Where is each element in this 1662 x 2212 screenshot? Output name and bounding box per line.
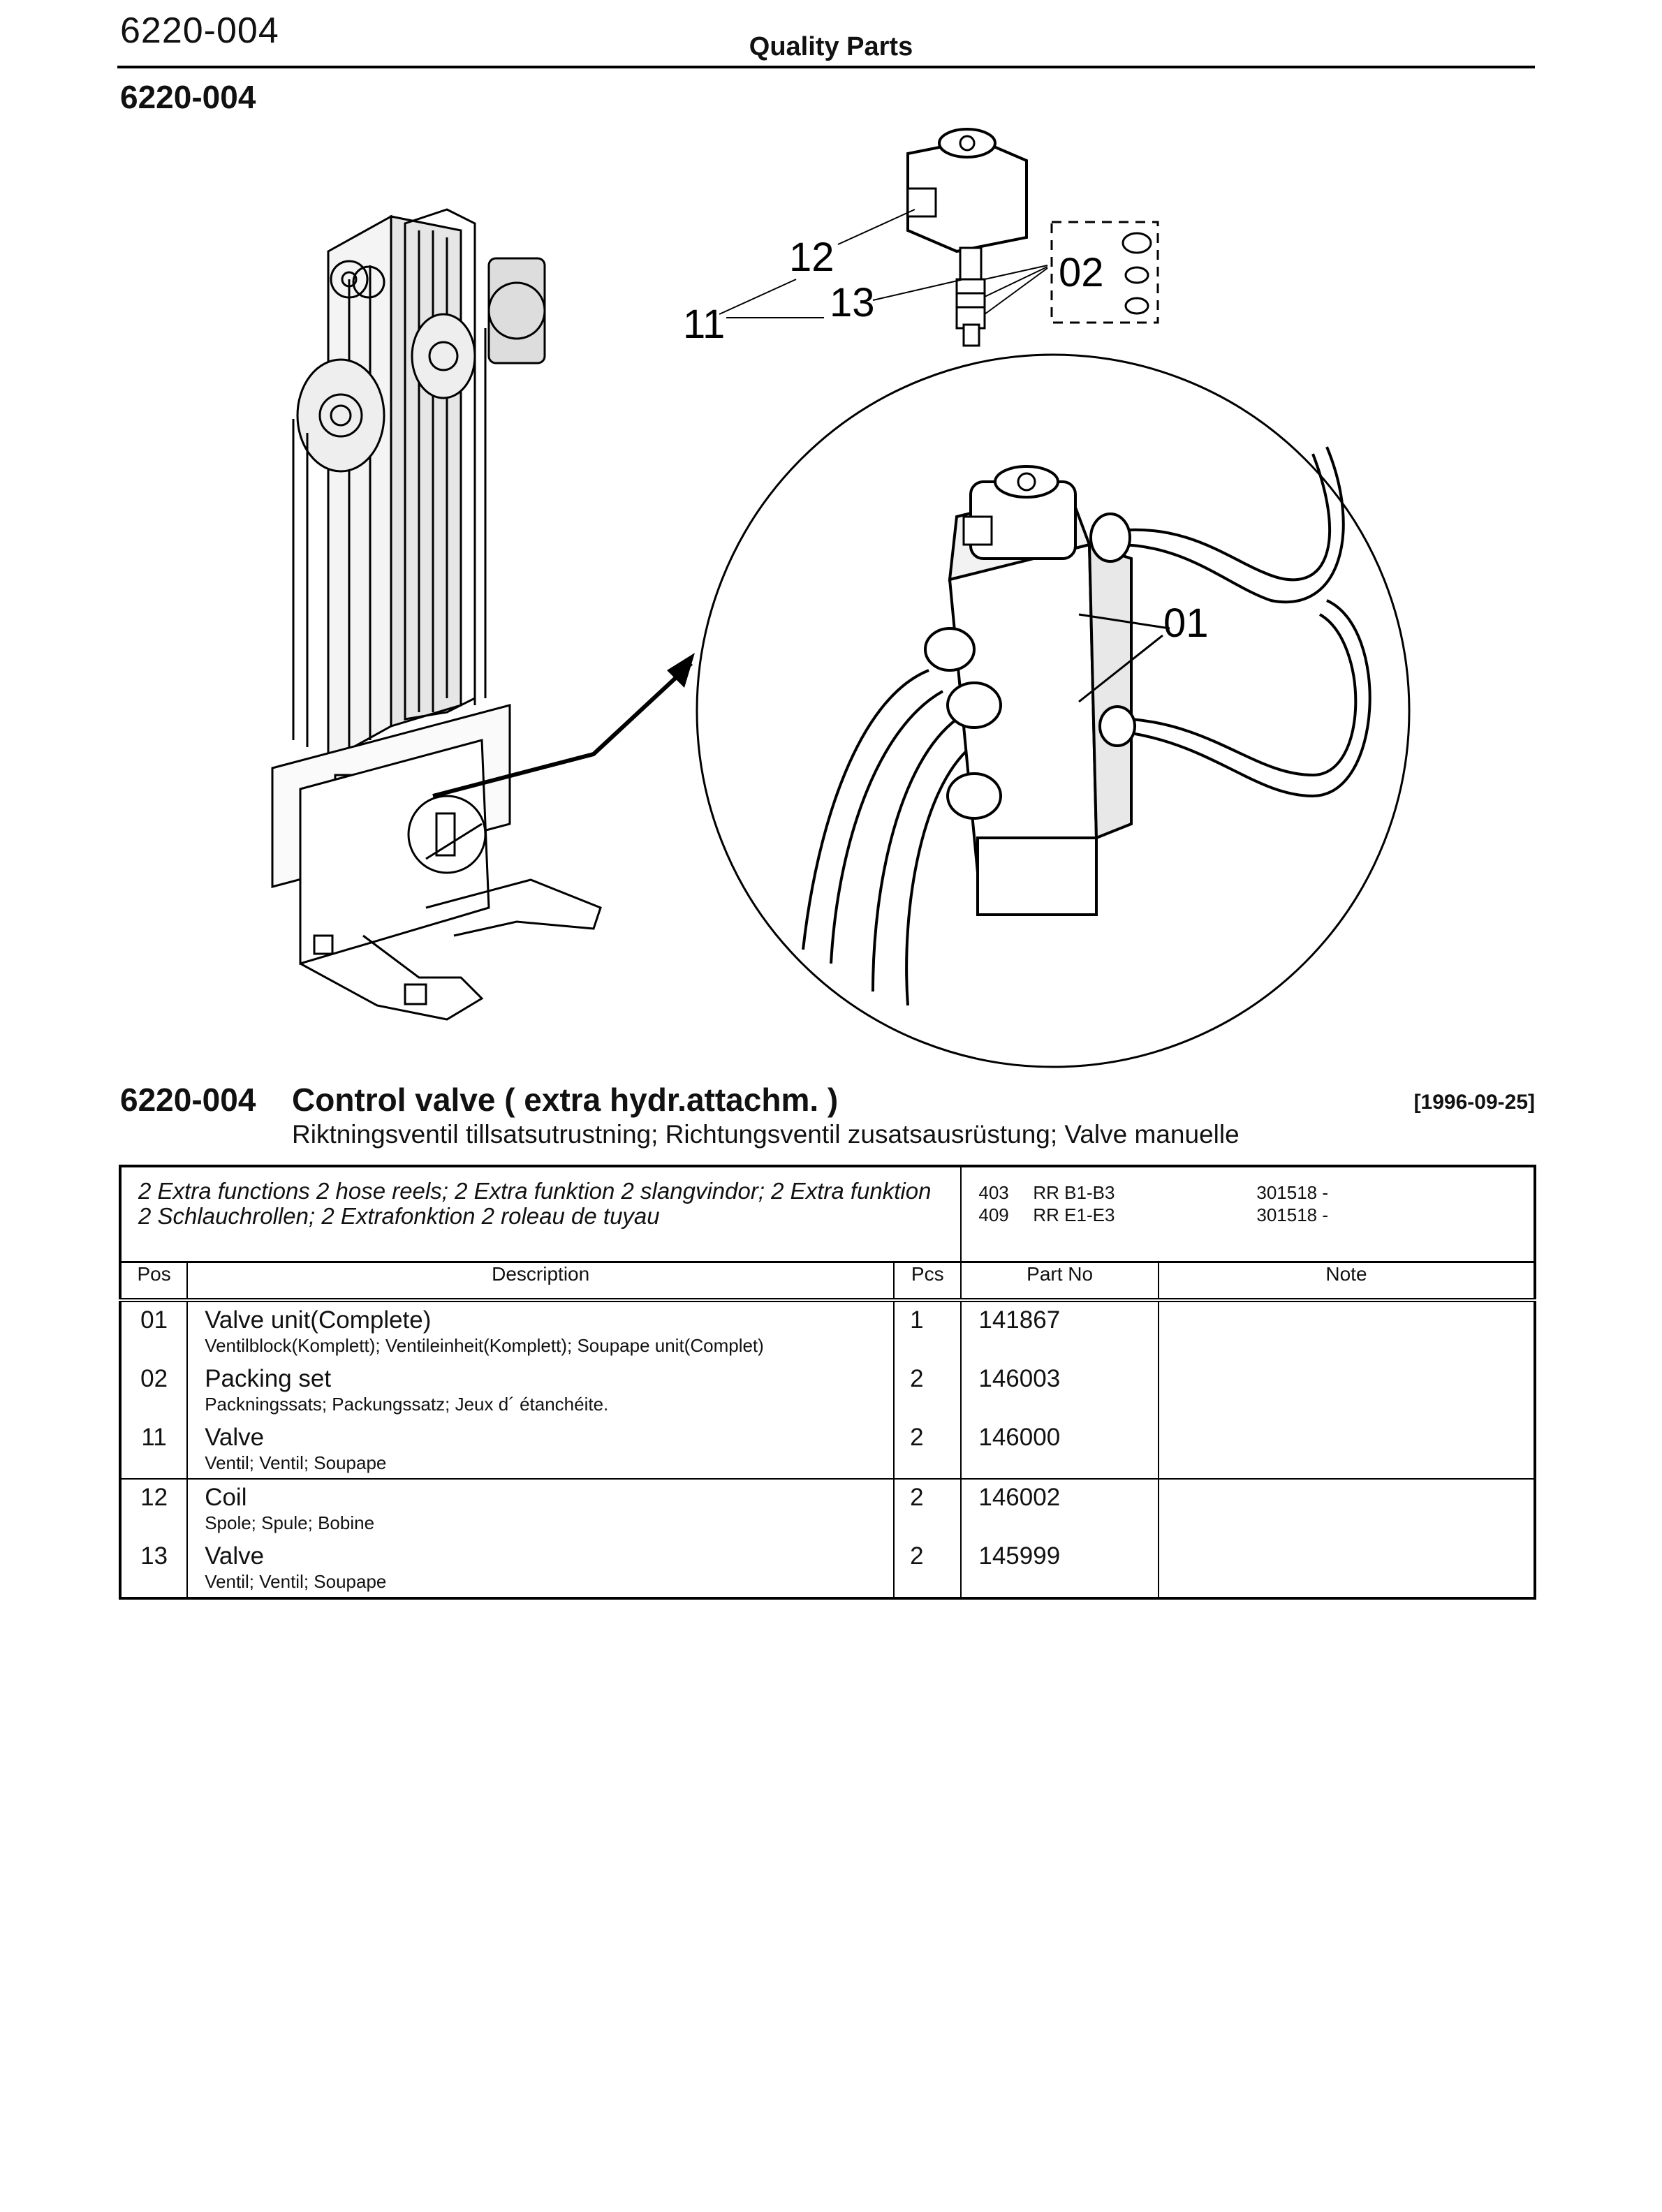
header-rule	[117, 66, 1535, 68]
table-row: 01 Valve unit(Complete) Ventilblock(Komp…	[120, 1300, 1535, 1361]
callout-12: 12	[789, 235, 834, 280]
part-translations: Ventilblock(Komplett); Ventileinheit(Kom…	[205, 1335, 764, 1356]
row-pos: 01	[120, 1300, 189, 1361]
row-pcs: 1	[894, 1300, 962, 1361]
part-translations: Ventil; Ventil; Soupape	[205, 1571, 387, 1592]
row-pos: 12	[120, 1479, 189, 1538]
serial-range: 301518 -	[1256, 1204, 1329, 1225]
row-part-no: 141867	[961, 1300, 1159, 1361]
row-description: Valve Ventil; Ventil; Soupape	[187, 1420, 895, 1480]
row-pcs: 2	[894, 1479, 962, 1538]
row-description: Valve unit(Complete) Ventilblock(Komplet…	[187, 1300, 895, 1361]
row-pos: 02	[120, 1361, 189, 1420]
row-note	[1159, 1361, 1535, 1420]
row-pcs: 2	[894, 1538, 962, 1598]
parts-diagram: 12 13 11 02 01	[271, 128, 1411, 1068]
valve-detail-view	[696, 353, 1411, 1068]
parts-table: 2 Extra functions 2 hose reels; 2 Extra …	[119, 1165, 1536, 1600]
part-name: Valve	[205, 1542, 265, 1570]
model-name: RR E1-E3	[1033, 1204, 1115, 1225]
callout-11: 11	[683, 302, 725, 347]
table-header-row: Pos Description Pcs Part No Note	[120, 1262, 1535, 1302]
section-code: 6220-004	[120, 79, 256, 115]
part-name: Valve unit(Complete)	[205, 1306, 432, 1334]
row-note	[1159, 1479, 1535, 1538]
row-pcs: 2	[894, 1420, 962, 1480]
row-pos: 13	[120, 1538, 189, 1598]
function-description: 2 Extra functions 2 hose reels; 2 Extra …	[120, 1166, 962, 1263]
valve-exploded-view	[719, 128, 1159, 347]
applicability: 403 RR B1-B3 301518 - 409 RR E1-E3 30151…	[961, 1166, 1535, 1263]
part-translations: Spole; Spule; Bobine	[205, 1512, 375, 1533]
parts-list-code: 6220-004	[120, 1082, 256, 1118]
part-translations: Packningssats; Packungssatz; Jeux d´ éta…	[205, 1394, 609, 1415]
model-name: RR B1-B3	[1033, 1182, 1115, 1203]
header-title: Quality Parts	[749, 32, 913, 61]
model-code: 409	[978, 1204, 1009, 1225]
part-name: Valve	[205, 1424, 265, 1451]
parts-list-title: Control valve ( extra hydr.attachm. )	[292, 1082, 839, 1118]
callout-02: 02	[1059, 250, 1104, 295]
callout-01: 01	[1163, 600, 1209, 646]
table-row: 11 Valve Ventil; Ventil; Soupape 2 14600…	[120, 1420, 1535, 1480]
page-code-clipped: 6220-004	[120, 13, 279, 43]
row-note	[1159, 1538, 1535, 1598]
row-part-no: 145999	[961, 1538, 1159, 1598]
applicability-row: 403 RR B1-B3 301518 -	[978, 1181, 1520, 1204]
row-pos: 11	[120, 1420, 189, 1480]
row-note	[1158, 1420, 1535, 1480]
applicability-row: 409 RR E1-E3 301518 -	[978, 1204, 1520, 1226]
table-row: 02 Packing set Packningssats; Packungssa…	[120, 1361, 1535, 1420]
parts-list-subtitle: Riktningsventil tillsatsutrustning; Rich…	[292, 1120, 1240, 1149]
col-header-pos: Pos	[120, 1262, 189, 1302]
callout-13: 13	[830, 280, 875, 325]
row-part-no: 146002	[961, 1479, 1159, 1538]
col-header-description: Description	[187, 1262, 895, 1302]
detail-arrow	[432, 653, 695, 798]
row-note	[1159, 1300, 1535, 1361]
part-translations: Ventil; Ventil; Soupape	[205, 1452, 387, 1473]
row-pcs: 2	[894, 1361, 962, 1420]
part-name: Coil	[205, 1484, 247, 1511]
row-description: Coil Spole; Spule; Bobine	[187, 1479, 895, 1538]
col-header-part-no: Part No	[961, 1262, 1159, 1302]
parts-list-date: [1996-09-25]	[1413, 1091, 1535, 1114]
col-header-pcs: Pcs	[894, 1262, 962, 1302]
row-description: Packing set Packningssats; Packungssatz;…	[187, 1361, 895, 1420]
table-row: 12 Coil Spole; Spule; Bobine 2 146002	[120, 1479, 1535, 1538]
table-row: 13 Valve Ventil; Ventil; Soupape 2 14599…	[120, 1538, 1535, 1598]
table-info-row: 2 Extra functions 2 hose reels; 2 Extra …	[120, 1166, 1535, 1263]
part-name: Packing set	[205, 1365, 332, 1392]
row-part-no: 146000	[961, 1420, 1159, 1480]
row-description: Valve Ventil; Ventil; Soupape	[187, 1538, 895, 1598]
col-header-note: Note	[1158, 1262, 1535, 1302]
model-code: 403	[978, 1182, 1009, 1203]
row-part-no: 146003	[961, 1361, 1159, 1420]
serial-range: 301518 -	[1256, 1182, 1329, 1203]
forklift-mast	[271, 208, 602, 1021]
